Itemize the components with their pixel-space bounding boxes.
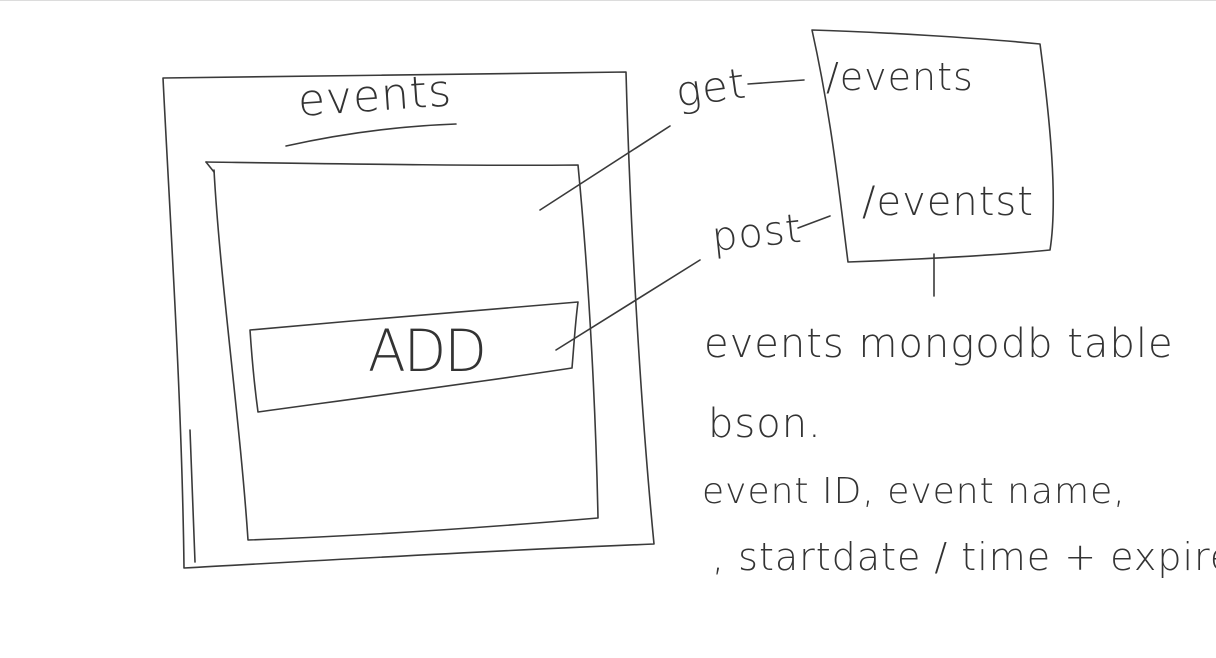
get-dash	[747, 79, 805, 85]
route-box	[811, 29, 1055, 263]
outer-frame-left-stroke	[189, 429, 196, 563]
note-line-4: , startdate / time + expire,	[712, 535, 1216, 579]
title-underline	[285, 123, 457, 147]
note-line-2: bson.	[708, 401, 822, 447]
connector-get	[539, 125, 671, 211]
connector-post	[555, 259, 701, 351]
add-box	[249, 301, 579, 413]
note-line-1: events mongodb table	[704, 321, 1174, 367]
add-button[interactable]: ADD	[368, 317, 487, 385]
post-dash	[797, 215, 831, 229]
inner-panel-tick	[205, 161, 215, 173]
note-line-3: event ID, event name,	[702, 471, 1126, 512]
frame-title: events	[296, 65, 454, 127]
outer-frame	[162, 71, 655, 569]
route-get-label: /events	[826, 55, 974, 99]
inner-panel	[205, 161, 599, 541]
top-divider	[0, 0, 1216, 1]
get-label: get	[672, 58, 750, 117]
route-post-label: /eventst	[862, 179, 1034, 225]
post-label: post	[709, 205, 805, 261]
